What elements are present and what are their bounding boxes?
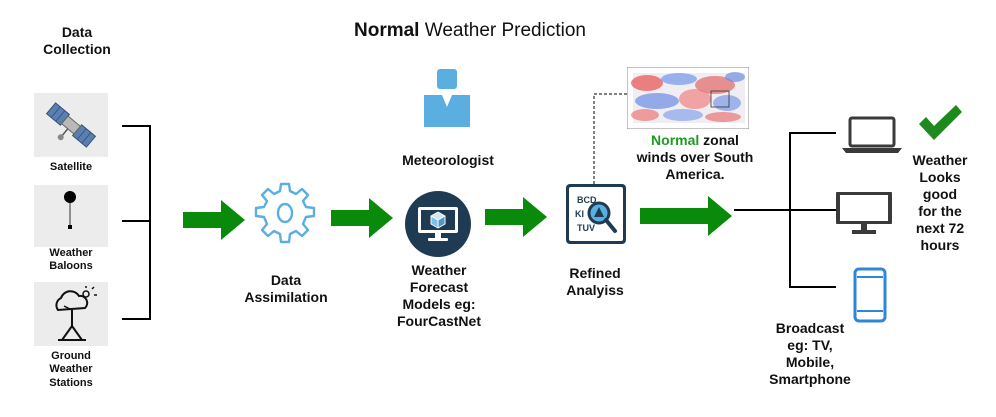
ground-station-icon bbox=[55, 286, 97, 341]
sources-bracket bbox=[122, 125, 151, 320]
arrow-to-assimilation bbox=[183, 200, 245, 240]
satellite-tile bbox=[34, 93, 108, 157]
diagram-title: Normal Weather Prediction bbox=[0, 20, 940, 42]
assimilation-label: Data Assimilation bbox=[244, 272, 328, 306]
satellite-icon bbox=[45, 102, 97, 148]
zonal-wind-map bbox=[627, 67, 749, 129]
broadcast-bracket bbox=[734, 132, 836, 288]
svg-text:TUV: TUV bbox=[577, 223, 595, 233]
data-collection-heading: Data Collection bbox=[43, 24, 111, 58]
arrow-shape bbox=[331, 198, 393, 238]
smartphone-icon bbox=[853, 267, 887, 323]
arrow-shape bbox=[640, 196, 732, 236]
refined-analysis-label: Refined Analyiss bbox=[566, 265, 624, 299]
arrow-to-model bbox=[331, 198, 393, 238]
station-label: Ground Weather Stations bbox=[49, 350, 93, 389]
meteorologist-label: Meteorologist bbox=[402, 152, 494, 168]
station-tile bbox=[34, 282, 108, 346]
weather-balloon-icon bbox=[64, 191, 76, 229]
svg-text:KI: KI bbox=[575, 209, 584, 219]
meteorologist-icon bbox=[424, 69, 470, 127]
map-caption-highlight: Normal bbox=[651, 132, 700, 148]
map-caption-rest: zonal winds over South America. bbox=[636, 132, 754, 183]
outcome-label: Weather Looks good for the next 72 hours bbox=[912, 152, 968, 254]
satellite-label: Satellite bbox=[49, 161, 93, 173]
forecast-model-icon bbox=[405, 191, 471, 257]
laptop-icon bbox=[842, 116, 902, 153]
tv-icon bbox=[836, 192, 892, 234]
arrow-to-broadcast bbox=[640, 196, 732, 236]
broadcast-label: Broadcast eg: TV, Mobile, Smartphone bbox=[769, 320, 851, 388]
title-highlight: Normal bbox=[354, 20, 420, 41]
balloon-tile bbox=[34, 185, 108, 247]
arrow-shape bbox=[183, 200, 245, 240]
arrow-shape bbox=[485, 197, 547, 237]
svg-text:BCD: BCD bbox=[577, 195, 597, 205]
map-connector bbox=[593, 93, 628, 184]
refined-analysis-icon: BCD KI TUV bbox=[566, 184, 626, 244]
arrow-to-refined bbox=[485, 197, 547, 237]
gear-icon bbox=[254, 182, 316, 244]
title-rest: Weather Prediction bbox=[419, 20, 586, 41]
map-caption: Normal zonal winds over South America. bbox=[620, 132, 770, 183]
checkmark-icon bbox=[919, 105, 962, 140]
forecast-model-label: Weather Forecast Models eg: FourCastNet bbox=[396, 262, 481, 330]
balloon-label: Weather Baloons bbox=[49, 247, 93, 273]
